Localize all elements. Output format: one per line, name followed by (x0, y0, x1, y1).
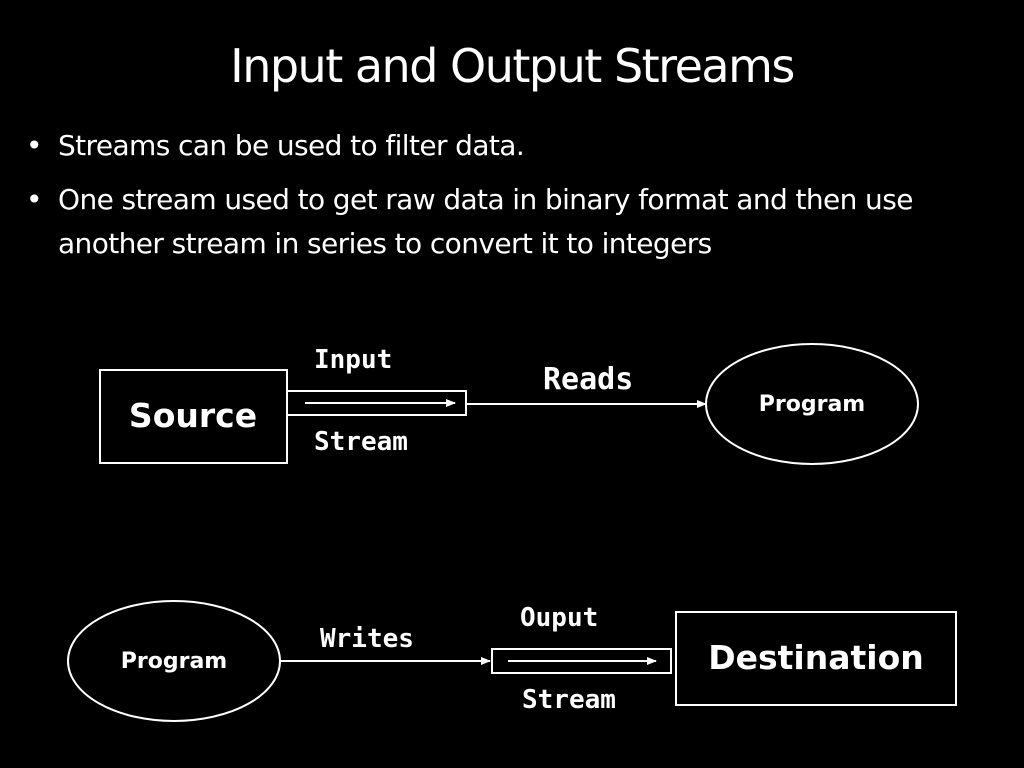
program-ellipse-output (67, 600, 281, 722)
bullet-text: One stream used to get raw data in binar… (58, 183, 913, 260)
source-label: Source (129, 396, 257, 435)
output-stream-box (491, 648, 672, 674)
output-stream-top-label: Ouput (520, 603, 598, 633)
output-stream-bottom-label: Stream (522, 685, 616, 715)
source-box (99, 369, 288, 464)
destination-label: Destination (708, 638, 924, 677)
bullet-list: • Streams can be used to filter data. • … (26, 124, 1006, 276)
bullet-marker: • (26, 183, 43, 216)
writes-label: Writes (320, 624, 414, 654)
reads-label: Reads (543, 362, 633, 397)
input-flow: Source Input Stream Reads Program (99, 343, 919, 465)
input-stream-bottom-label: Stream (314, 427, 408, 457)
output-flow: Program Writes Ouput Stream Destination (67, 600, 957, 722)
program-ellipse-input (705, 343, 919, 465)
destination-box (675, 611, 957, 706)
input-stream-top-label: Input (314, 345, 392, 375)
bullet-text: Streams can be used to filter data. (58, 129, 525, 162)
slide-title: Input and Output Streams (230, 39, 795, 93)
program-label-output: Program (121, 649, 227, 674)
bullet-item: • One stream used to get raw data in bin… (26, 178, 1006, 266)
bullet-item: • Streams can be used to filter data. (26, 124, 1006, 168)
bullet-marker: • (26, 129, 43, 162)
program-label-input: Program (759, 392, 865, 417)
